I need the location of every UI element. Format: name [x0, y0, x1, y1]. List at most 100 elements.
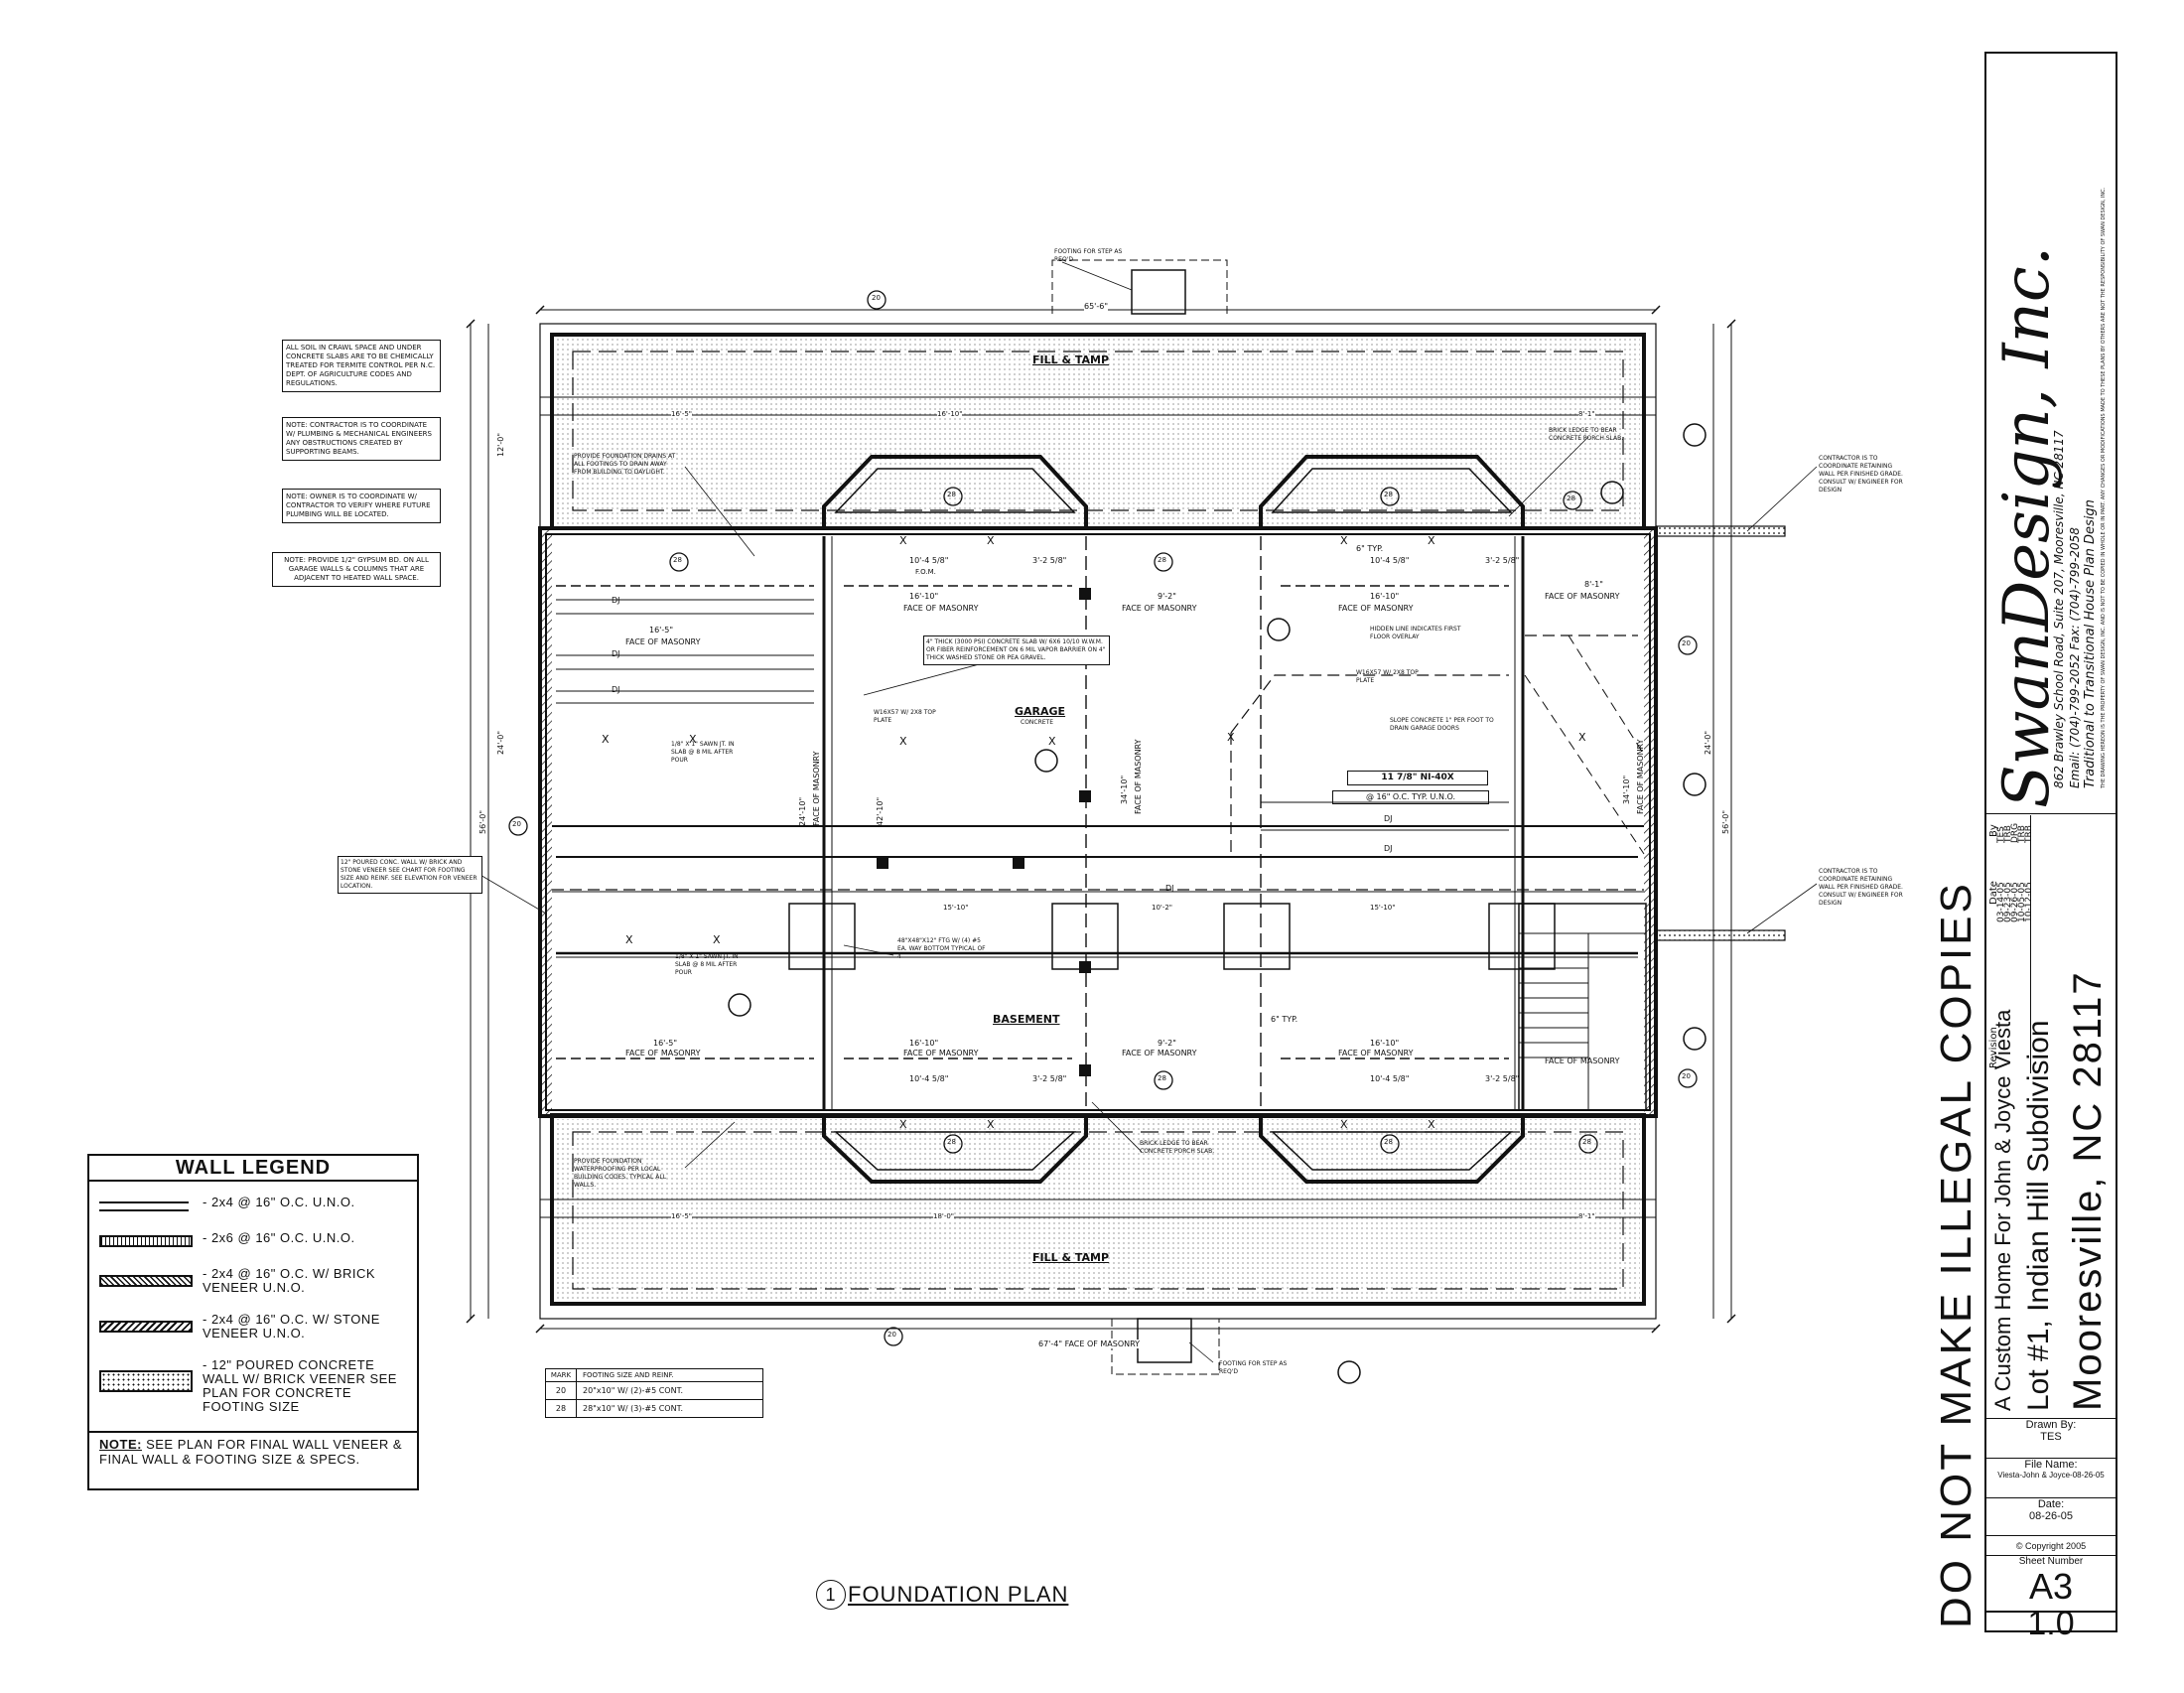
dim-label: 16'-10" — [909, 592, 939, 601]
dim-label: 16'-10" — [909, 1039, 939, 1048]
company-address: 862 Brawley School Road, Suite 207, Moor… — [2052, 430, 2066, 788]
mark-28: 28 — [1582, 1138, 1591, 1146]
retaining-note-top: CONTRACTOR IS TO COORDINATE RETAINING WA… — [1819, 455, 1903, 494]
dim-label: 3'-2 5/8" — [1032, 1074, 1067, 1083]
face-of-masonry-6: FACE OF MASONRY — [625, 1049, 701, 1058]
x-mark: X — [987, 534, 995, 547]
step-footing-note-bottom: FOOTING FOR STEP AS REQ'D — [1219, 1360, 1288, 1375]
footing-pad — [1051, 903, 1119, 970]
dim-label: 10'-4 5/8" — [1370, 556, 1410, 565]
footing-pad — [788, 903, 856, 970]
x-mark: X — [1428, 534, 1435, 547]
x-mark: X — [899, 735, 907, 748]
legend-row: - 2x6 @ 16" O.C. U.N.O. — [99, 1231, 417, 1271]
copyright-fine: THE DRAWING HEREON IS THE PROPERTY OF SW… — [2101, 187, 2107, 788]
legend-label: - 12" POURED CONCRETE WALL W/ BRICK VEEN… — [203, 1357, 397, 1414]
x-mark: X — [1048, 735, 1056, 748]
x-mark: X — [899, 534, 907, 547]
step-footing-bottom — [1137, 1318, 1192, 1363]
foundation-wall — [538, 526, 1658, 1118]
footing-mark: 28 — [546, 1400, 577, 1417]
fill-tamp-top: FILL & TAMP — [1032, 353, 1110, 366]
legend-label: - 2x4 @ 16" O.C. W/ BRICK VENEER U.N.O. — [203, 1266, 376, 1295]
project-city: Mooresville, NC 28117 — [2066, 970, 2110, 1411]
dj-label: DJ — [1384, 844, 1393, 853]
dim-top-overall: 65'-6" — [1084, 302, 1109, 311]
retaining-wall-bottom — [1655, 929, 1786, 941]
x-mark: X — [1578, 731, 1586, 744]
face-of-masonry-3: FACE OF MASONRY — [1122, 604, 1197, 613]
retaining-wall-top — [1655, 525, 1786, 537]
brick-ledge-note-2: BRICK LEDGE TO BEAR CONCRETE PORCH SLAB. — [1140, 1140, 1215, 1155]
legend-note: NOTE: SEE PLAN FOR FINAL WALL VENEER & F… — [89, 1431, 417, 1488]
bay-bottom-right — [1259, 1114, 1525, 1184]
drawn-by-label: Drawn By: — [2025, 1419, 2077, 1431]
legend-row: - 2x4 @ 16" O.C. U.N.O. — [99, 1196, 417, 1235]
dim-label: 3'-2 5/8" — [1032, 556, 1067, 565]
face-of-masonry-v: FACE OF MASONRY — [812, 751, 821, 827]
legend-row: - 12" POURED CONCRETE WALL W/ BRICK VEEN… — [99, 1358, 417, 1422]
footing-table-row: 28 28"x10" W/ (3)-#5 CONT. — [546, 1400, 762, 1417]
footing-pad — [1223, 903, 1291, 970]
dj-label: DJ — [612, 596, 620, 605]
footing-table: MARK FOOTING SIZE AND REINF. 20 20"x10" … — [545, 1368, 763, 1418]
legend-note-text: SEE PLAN FOR FINAL WALL VENEER & FINAL W… — [99, 1437, 403, 1467]
x-mark: X — [1340, 534, 1348, 547]
sawn-joint-note-2: 1/8" x 1" SAWN JT. IN SLAB @ 8 MIL AFTER… — [671, 741, 735, 764]
face-of-masonry-9: FACE OF MASONRY — [1338, 1049, 1414, 1058]
dim-label: 8'-1" — [1578, 410, 1595, 418]
x-mark: X — [1227, 731, 1235, 744]
footing-spec: 20"x10" W/ (2)-#5 CONT. — [583, 1386, 684, 1395]
x-mark: X — [1340, 1118, 1348, 1131]
company-tagline: Traditional to Transitional House Plan D… — [2083, 499, 2098, 788]
project-panel: A Custom Home For John & Joyce Viesta Lo… — [1986, 815, 2116, 1421]
drawn-by-box: Drawn By: TES — [1986, 1418, 2116, 1459]
dim-label: 16'-5" — [649, 626, 674, 635]
dj-label: DJ — [612, 685, 620, 694]
footing-table-row: 20 20"x10" W/ (2)-#5 CONT. — [546, 1382, 762, 1400]
dim-overall-right: 56'-0" — [1721, 809, 1730, 834]
date-label: Date: — [2037, 1498, 2065, 1510]
dj-label: DJ — [1165, 884, 1174, 893]
dim-label: 6" TYP. — [1356, 544, 1384, 553]
drawing-number: 1 — [816, 1580, 846, 1610]
mark-28: 28 — [947, 491, 956, 498]
wall-sample — [99, 1275, 193, 1287]
joist-spec-label: 11 7/8" NI-40X — [1347, 771, 1488, 785]
x-mark: X — [602, 733, 610, 746]
wall-sample — [99, 1235, 193, 1247]
dim-vertical: 34'-10" — [1120, 775, 1129, 804]
slab-note: 4" THICK (3000 PSI) CONCRETE SLAB W/ 6x6… — [923, 635, 1110, 665]
footing-table-h-size: FOOTING SIZE AND REINF. — [583, 1371, 674, 1379]
brick-ledge-note: BRICK LEDGE TO BEAR CONCRETE PORCH SLAB. — [1549, 427, 1624, 442]
dim-label: 10'-2" — [1152, 904, 1173, 912]
legend-note-label: NOTE: — [99, 1437, 142, 1452]
copyright-box: © Copyright 2005 — [1986, 1535, 2116, 1556]
mark-20: 20 — [1682, 1072, 1691, 1080]
step-footing-top — [1131, 269, 1186, 315]
dim-label: 16'-5" — [653, 1039, 678, 1048]
face-of-masonry-10: FACE OF MASONRY — [1545, 1057, 1620, 1065]
wall-legend: WALL LEGEND - 2x4 @ 16" O.C. U.N.O. - 2x… — [87, 1154, 419, 1490]
face-of-masonry-v: FACE OF MASONRY — [1134, 739, 1143, 815]
legend-row: - 2x4 @ 16" O.C. W/ BRICK VENEER U.N.O. — [99, 1267, 417, 1307]
fill-tamp-bottom: FILL & TAMP — [1032, 1251, 1110, 1264]
dim-label: 16'-5" — [671, 410, 693, 418]
legend-row: - 2x4 @ 16" O.C. W/ STONE VENEER U.N.O. — [99, 1313, 417, 1352]
face-of-masonry-1: FACE OF MASONRY — [625, 637, 701, 646]
step-footing-note-top: FOOTING FOR STEP AS REQ'D — [1054, 248, 1123, 263]
x-mark: X — [625, 933, 633, 946]
footing-table-h-mark: MARK — [546, 1369, 577, 1381]
sawn-joint-note: 1/8" x 1" SAWN JT. IN SLAB @ 8 MIL AFTER… — [675, 953, 739, 976]
mark-28: 28 — [1158, 556, 1166, 564]
dim-left-12: 12'-0" — [496, 432, 505, 457]
dim-label: 8'-1" — [1578, 1212, 1595, 1220]
sheet-version: 1.0 — [1986, 1607, 2116, 1640]
mark-28: 28 — [1384, 491, 1393, 498]
company-phone: Email: (704)-799-2052 Fax: (704)-799-205… — [2068, 527, 2082, 788]
face-of-masonry-8: FACE OF MASONRY — [1122, 1049, 1197, 1058]
dim-label: 18'-0" — [933, 1212, 955, 1220]
dim-overall-left: 56'-0" — [478, 809, 487, 834]
title-block: SwanDesign, Inc. 862 Brawley School Road… — [1984, 52, 2117, 1640]
